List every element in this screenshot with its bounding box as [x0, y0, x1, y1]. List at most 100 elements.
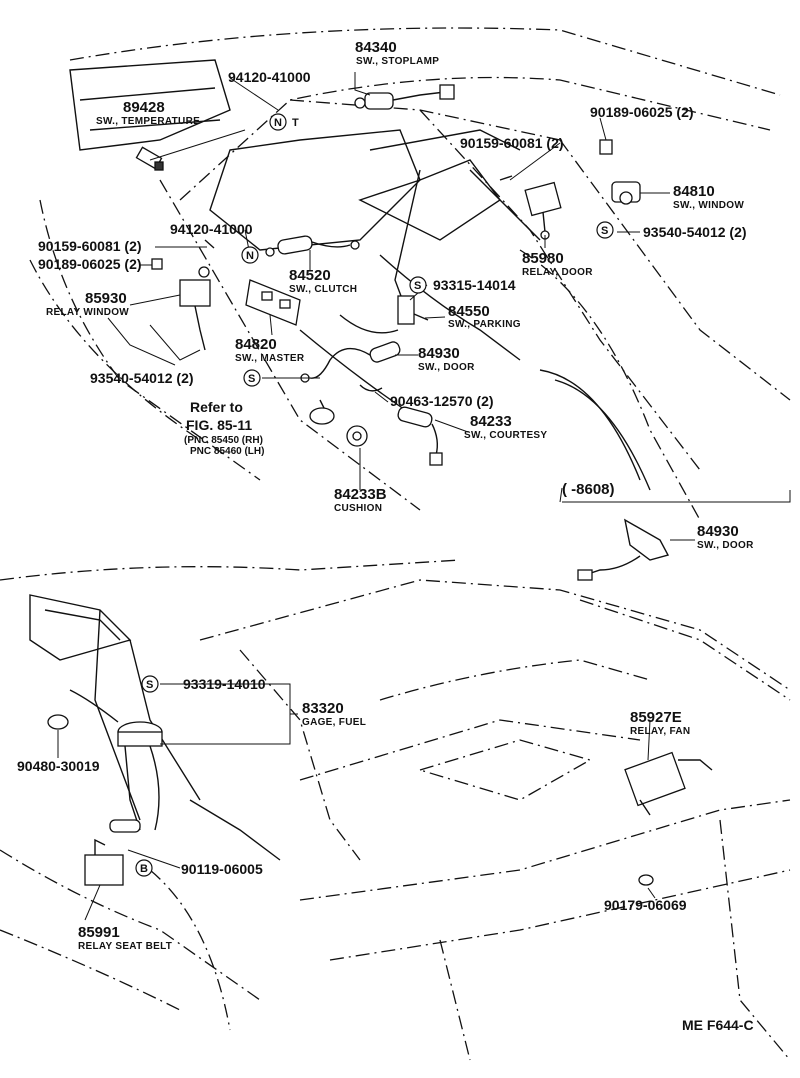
callout-90480: 90480-30019 — [17, 758, 100, 774]
marker-s: S — [248, 373, 255, 385]
part-description: RELAY, FAN — [630, 726, 690, 737]
callout-84520: 84520 SW., CLUTCH — [289, 267, 357, 295]
part-number: 85927E — [630, 709, 682, 726]
master-switch-illustration — [245, 279, 301, 326]
part-number: 84233 — [470, 413, 512, 430]
part-description: SW., DOOR — [697, 540, 754, 551]
callout-85980: 85980 RELAY, DOOR — [522, 250, 593, 278]
temperature-switch-illustration — [135, 146, 164, 171]
part-number: 93540-54012 (2) — [643, 224, 747, 240]
callout-90159-a: 90159-60081 (2) — [460, 135, 564, 151]
callout-93319: S 93319-14010 — [141, 675, 266, 693]
callout-84820: 84820 SW., MASTER — [235, 336, 305, 364]
pnc-lh: PNC 85460 (LH) — [190, 446, 264, 457]
part-number: 84340 — [355, 39, 397, 56]
part-description: GAGE, FUEL — [302, 717, 366, 728]
callout-84340: 84340 SW., STOPLAMP — [355, 39, 439, 67]
part-description: RELAY WINDOW — [46, 307, 129, 318]
svg-text:T: T — [292, 117, 299, 129]
part-description: RELAY SEAT BELT — [78, 941, 172, 952]
callout-90189-a: 90189-06025 (2) — [590, 104, 694, 120]
part-number: 85980 — [522, 250, 564, 267]
part-number: 83320 — [302, 700, 344, 717]
marker-s: S — [601, 225, 608, 237]
part-description: CUSHION — [334, 503, 382, 514]
marker-b: B — [140, 863, 148, 875]
part-number: 84810 — [673, 183, 715, 200]
grommet-illustration — [47, 714, 69, 730]
clutch-switch-illustration — [265, 235, 360, 257]
part-description: SW., MASTER — [235, 353, 305, 364]
part-number: 84550 — [448, 303, 490, 320]
window-relay-illustration — [151, 239, 215, 351]
part-number: 84233B — [334, 486, 387, 503]
vehicle-outline-front — [29, 27, 791, 521]
callout-84233: 84233 SW., COURTESY — [464, 413, 547, 441]
callout-84930-b: 84930 SW., DOOR — [697, 523, 754, 551]
callout-85930: 85930 RELAY WINDOW — [46, 290, 129, 318]
marker-n-a: N T — [269, 113, 299, 131]
fuel-gage-illustration — [69, 689, 163, 833]
callout-89428: 89428 SW., TEMPERATURE — [96, 99, 200, 127]
seat-belt-relay-illustration — [84, 838, 124, 886]
marker-n-b: N — [241, 246, 259, 264]
part-description: SW., PARKING — [448, 319, 521, 330]
callout-94120-a: 94120-41000 — [228, 69, 311, 85]
window-switch-illustration — [611, 181, 641, 205]
part-description: RELAY, DOOR — [522, 267, 593, 278]
callout-93540-a: S 93540-54012 (2) — [596, 221, 747, 240]
part-number: 93319-14010 — [183, 676, 266, 692]
part-number: 84820 — [235, 336, 277, 353]
part-number: 90119-06005 — [181, 861, 263, 877]
stoplamp-switch-illustration — [354, 84, 455, 110]
part-number: 93540-54012 (2) — [90, 370, 194, 386]
clip-illustration-a — [499, 139, 613, 181]
marker-s: S — [414, 280, 421, 292]
part-description: SW., STOPLAMP — [356, 56, 439, 67]
callout-84810: 84810 SW., WINDOW — [673, 183, 744, 211]
callout-94120-b: 94120-41000 — [170, 221, 253, 237]
part-number: 84520 — [289, 267, 331, 284]
part-number: 93315-14014 — [433, 277, 516, 293]
part-number: 85930 — [85, 290, 127, 307]
part-description: SW., CLUTCH — [289, 284, 357, 295]
callout-85927e: 85927E RELAY, FAN — [630, 709, 690, 737]
callout-90463: 90463-12570 (2) — [390, 393, 494, 409]
svg-text:N: N — [246, 250, 254, 262]
part-number: 89428 — [123, 99, 165, 116]
callout-85991: 85991 RELAY SEAT BELT — [78, 924, 172, 952]
parking-switch-illustration — [339, 295, 429, 334]
part-description: SW., TEMPERATURE — [96, 116, 200, 127]
fan-relay-illustration — [624, 751, 713, 816]
callout-90179: 90179-06069 — [604, 897, 687, 913]
part-number: 85991 — [78, 924, 120, 941]
part-description: SW., WINDOW — [673, 200, 744, 211]
callout-90189-b: 90189-06025 (2) — [38, 256, 142, 272]
callout-90119: B 90119-06005 — [135, 859, 263, 877]
callout-84233b: 84233B CUSHION — [334, 486, 387, 514]
vehicle-outline-rear — [0, 559, 791, 1061]
callout-93315: S 93315-14014 — [409, 276, 516, 294]
part-illustrations-top — [135, 84, 641, 466]
cushion-illustration — [309, 399, 368, 447]
part-illustrations-bottom — [47, 689, 713, 886]
figure-number: FIG. 85-11 — [186, 417, 252, 433]
callout-90159-b: 90159-60081 (2) — [38, 238, 142, 254]
part-number: 84930 — [697, 523, 739, 540]
part-description: SW., COURTESY — [464, 430, 547, 441]
callout-84550: 84550 SW., PARKING — [448, 303, 521, 330]
part-number: 84930 — [418, 345, 460, 362]
part-description: SW., DOOR — [418, 362, 475, 373]
leader-lines-bottom — [57, 683, 656, 921]
figure-reference: Refer to FIG. 85-11 (PNC 85450 (RH) PNC … — [184, 399, 264, 457]
bolt-illustration — [638, 874, 654, 886]
courtesy-switch-illustration — [397, 406, 443, 466]
door-switch-illustration-a — [300, 341, 401, 392]
callout-83320: 83320 GAGE, FUEL — [302, 700, 366, 728]
refer-to-text: Refer to — [190, 399, 243, 415]
pnc-rh: (PNC 85450 (RH) — [184, 435, 263, 446]
marker-s: S — [146, 679, 153, 691]
callout-84930-a: 84930 SW., DOOR — [418, 345, 475, 373]
callout-8608: ( -8608) — [562, 481, 615, 498]
